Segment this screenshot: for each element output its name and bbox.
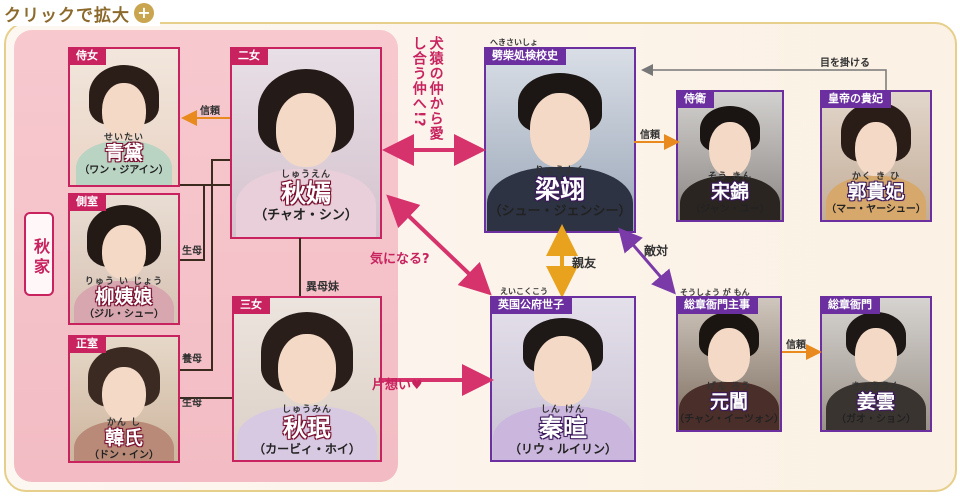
- badge-yuanchuang: 総章衙門主事: [676, 296, 758, 314]
- rel-best-friend: 親友: [572, 256, 597, 270]
- label-yuanchuang: げん ろう 元閶 （チャン・イーツォン）: [674, 382, 784, 426]
- card-liuyiniang[interactable]: 側室: [68, 193, 180, 325]
- badge-qinxuan: 英国公府世子: [490, 296, 572, 314]
- label-songjin: そう きん 宋錦 （ジャン・ユー）: [690, 172, 770, 216]
- rel-trust-1: 信頼: [200, 106, 220, 117]
- rel-half-sister: 異母妹: [306, 280, 339, 293]
- heart-icon: ♥: [411, 378, 423, 393]
- rel-crush: 片想い♥: [372, 374, 423, 393]
- label-qinxuan: しん けん 秦暄 （リウ・ルイリン）: [508, 405, 617, 456]
- badge-qiuyan: 二女: [230, 47, 268, 65]
- label-qiumin: しゅうみん 秋珉 （カービィ・ホイ）: [253, 405, 361, 456]
- photo-guoguifei: [820, 90, 932, 222]
- photo-liuyiniang: [68, 193, 180, 325]
- card-liangxiang[interactable]: 劈柴処検校史: [484, 47, 636, 233]
- ruby-yuanchuang-badge: そうしょう が もん: [680, 288, 750, 297]
- photo-songjin: [676, 90, 784, 222]
- rel-enemies-to-lovers: 犬猿の仲から愛し合う仲へ!?: [410, 36, 444, 141]
- badge-jiangyun: 総章衙門: [820, 296, 880, 314]
- photo-liangxiang: [484, 47, 636, 233]
- card-songjin[interactable]: 侍衛: [676, 90, 784, 222]
- ruby-qinxuan-badge: えいこくこう: [500, 287, 548, 296]
- card-qiumin[interactable]: 三女: [232, 296, 382, 462]
- photo-hanshi: [68, 335, 180, 463]
- label-liangxiang: りょうよく 梁翊 （シュー・ジェンシー）: [488, 166, 632, 220]
- rel-trust-2: 信頼: [640, 130, 660, 141]
- zoom-hint-label: クリックで拡大: [4, 5, 130, 26]
- zoom-hint[interactable]: クリックで拡大 +: [4, 0, 160, 26]
- card-jiangyun[interactable]: 総章衙門: [820, 296, 932, 432]
- ruby-liangxiang-badge: へきさいしょ: [490, 38, 538, 47]
- photo-qingdai: [68, 47, 180, 187]
- rel-birth-mother-2: 生母: [182, 398, 202, 409]
- family-tag: 秋家: [24, 212, 54, 296]
- photo-qiumin: [232, 296, 382, 462]
- photo-qinxuan: [490, 296, 636, 462]
- label-qingdai: せいたい 青黛 （ワン・ジアイン）: [79, 133, 169, 177]
- badge-hanshi: 正室: [68, 335, 106, 353]
- label-guoguifei: かく き ひ 郭貴妃 （マー・ヤーシュー）: [826, 172, 926, 216]
- rel-enemy: 敵対: [644, 244, 669, 258]
- badge-liangxiang: 劈柴処検校史: [484, 47, 566, 65]
- rel-crush-label: 片想い: [372, 378, 412, 393]
- rel-curious: 気になる?: [370, 252, 430, 267]
- plus-icon[interactable]: +: [134, 3, 154, 23]
- card-qinxuan[interactable]: 英国公府世子: [490, 296, 636, 462]
- rel-trust-3: 信頼: [786, 340, 806, 351]
- rel-foster-mother: 養母: [182, 354, 202, 365]
- photo-jiangyun: [820, 296, 932, 432]
- label-jiangyun: きょううん 姜雲 （ガオ・ション）: [836, 382, 916, 426]
- badge-qiumin: 三女: [232, 296, 270, 314]
- rel-favor: 目を掛ける: [820, 58, 870, 69]
- card-yuanchuang[interactable]: 総章衙門主事: [676, 296, 782, 432]
- label-qiuyan: しゅうえん 秋嫣 （チャオ・シン）: [254, 170, 358, 224]
- label-liuyiniang: りゅう い じょう 柳姨娘 （ジル・シュー）: [84, 277, 164, 321]
- photo-qiuyan: [230, 47, 382, 239]
- badge-guoguifei: 皇帝の貴妃: [820, 90, 891, 108]
- rel-birth-mother-1: 生母: [182, 246, 202, 257]
- label-hanshi: かん し 韓氏 （ドン・イン）: [89, 418, 159, 462]
- badge-qingdai: 侍女: [68, 47, 106, 65]
- card-hanshi[interactable]: 正室: [68, 335, 180, 463]
- card-qingdai[interactable]: 侍女: [68, 47, 180, 187]
- badge-songjin: 侍衛: [676, 90, 714, 108]
- card-qiuyan[interactable]: 二女: [230, 47, 382, 239]
- photo-yuanchuang: [676, 296, 782, 432]
- card-guoguifei[interactable]: 皇帝の貴妃: [820, 90, 932, 222]
- badge-liuyiniang: 側室: [68, 193, 106, 211]
